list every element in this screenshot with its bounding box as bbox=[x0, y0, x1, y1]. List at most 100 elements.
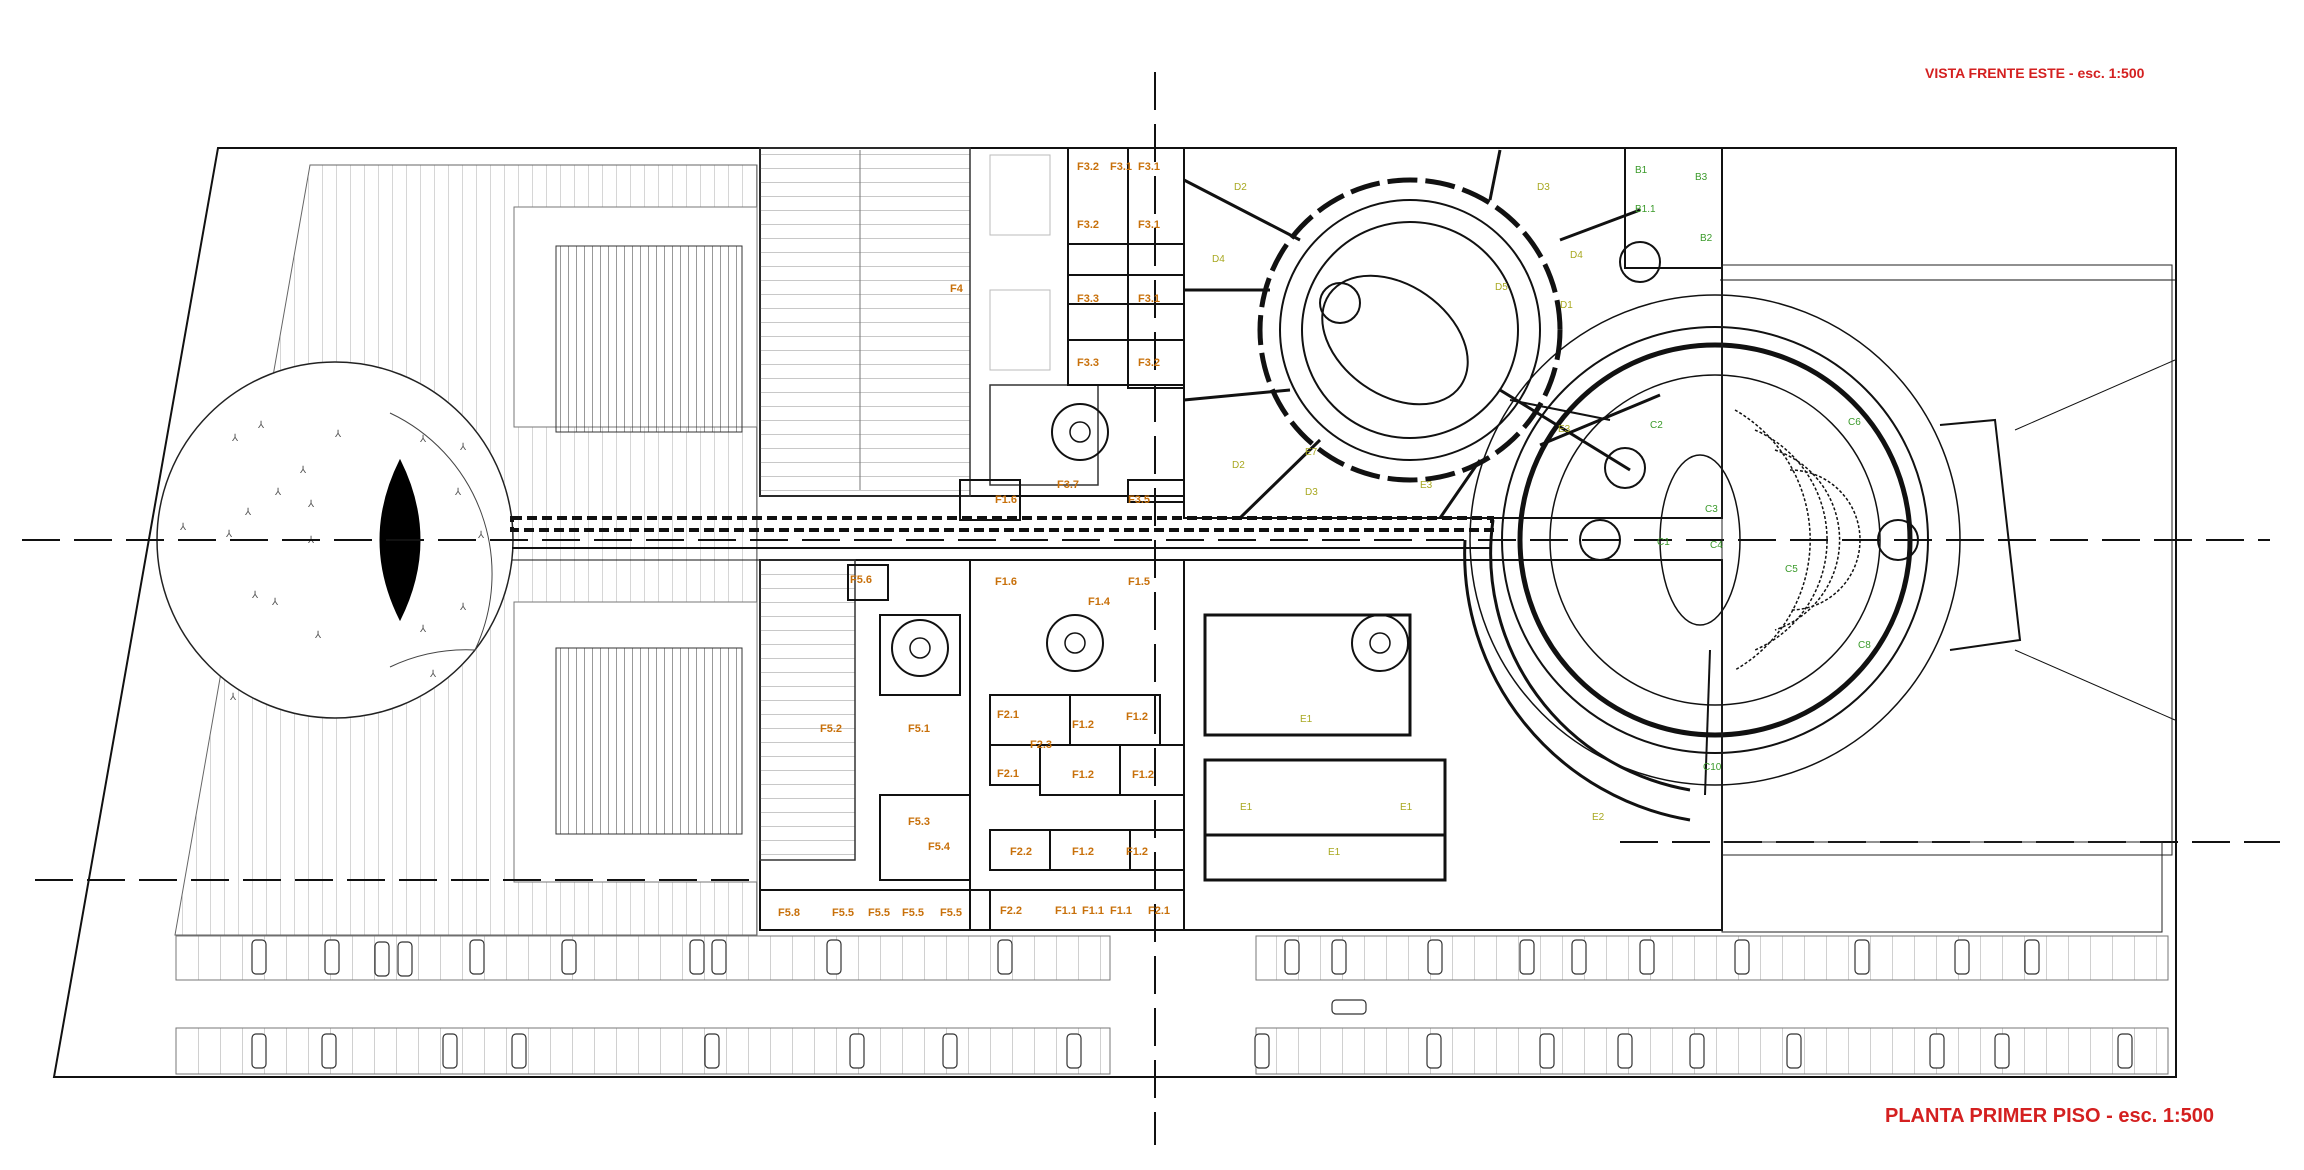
room-label: F5.8 bbox=[778, 907, 800, 919]
room-label: F3.3 bbox=[1077, 293, 1099, 305]
parking-rows bbox=[175, 935, 2169, 1075]
room-label: F1.2 bbox=[1072, 719, 1094, 731]
room-label: F1.2 bbox=[1126, 711, 1148, 723]
room-label: D4 bbox=[1212, 254, 1225, 265]
room-label: E1 bbox=[1240, 802, 1253, 813]
room-label: F5.5 bbox=[902, 907, 924, 919]
room-label: B1 bbox=[1635, 165, 1648, 176]
room-label: C10 bbox=[1703, 762, 1722, 773]
room-label: F5.2 bbox=[820, 723, 842, 735]
room-label: D1 bbox=[1560, 300, 1573, 311]
room-label: F3.2 bbox=[1077, 161, 1099, 173]
room-label: C1 bbox=[1657, 537, 1670, 548]
svg-text:⅄: ⅄ bbox=[455, 487, 462, 498]
svg-text:⅄: ⅄ bbox=[226, 529, 233, 540]
room-label: E1 bbox=[1300, 714, 1313, 725]
svg-text:⅄: ⅄ bbox=[460, 602, 467, 613]
room-label: C2 bbox=[1650, 420, 1663, 431]
room-label: F5.5 bbox=[940, 907, 962, 919]
room-label: F1.4 bbox=[1088, 596, 1111, 608]
room-label: F2.1 bbox=[997, 768, 1019, 780]
room-label: B3 bbox=[1695, 172, 1708, 183]
room-label: F3.2 bbox=[1077, 219, 1099, 231]
svg-text:⅄: ⅄ bbox=[420, 434, 427, 445]
svg-text:⅄: ⅄ bbox=[315, 630, 322, 641]
room-label: F1.6 bbox=[995, 576, 1017, 588]
commercial-block-north bbox=[759, 147, 1185, 521]
svg-text:⅄: ⅄ bbox=[180, 522, 187, 533]
room-label: F3.1 bbox=[1138, 293, 1160, 305]
svg-text:⅄: ⅄ bbox=[230, 692, 237, 703]
svg-text:⅄: ⅄ bbox=[308, 499, 315, 510]
room-label: F3.3 bbox=[1077, 357, 1099, 369]
room-label: C6 bbox=[1848, 417, 1861, 428]
room-label: F3.2 bbox=[1138, 357, 1160, 369]
room-label: F2.3 bbox=[1030, 739, 1052, 751]
room-label: D4 bbox=[1570, 250, 1583, 261]
commercial-block-south bbox=[759, 559, 1185, 931]
room-label: F2.2 bbox=[1000, 905, 1022, 917]
room-label: F5.1 bbox=[908, 723, 930, 735]
room-label: F3.5 bbox=[1128, 494, 1150, 506]
room-label: C8 bbox=[1858, 640, 1871, 651]
svg-text:⅄: ⅄ bbox=[300, 465, 307, 476]
svg-text:⅄: ⅄ bbox=[232, 433, 239, 444]
svg-text:⅄: ⅄ bbox=[258, 420, 265, 431]
room-label: F5.3 bbox=[908, 816, 930, 828]
room-label: F1.2 bbox=[1126, 846, 1148, 858]
room-label: B1.1 bbox=[1635, 204, 1656, 215]
curved-gallery bbox=[1463, 519, 1691, 822]
room-label: F1.1 bbox=[1082, 905, 1104, 917]
room-label: F1.2 bbox=[1132, 769, 1154, 781]
room-label: F3.7 bbox=[1057, 479, 1079, 491]
room-label: F3.1 bbox=[1110, 161, 1132, 173]
svg-text:⅄: ⅄ bbox=[252, 590, 259, 601]
svg-text:⅄: ⅄ bbox=[430, 669, 437, 680]
room-label: D3 bbox=[1537, 182, 1550, 193]
room-label: F1.2 bbox=[1072, 846, 1094, 858]
room-label: F3.1 bbox=[1138, 161, 1160, 173]
svg-text:⅄: ⅄ bbox=[460, 442, 467, 453]
room-labels: F3.2 F3.1 F3.1 F3.2 F3.1 F4 F3.3 F3.1 F3… bbox=[778, 161, 1871, 919]
room-label: F1.1 bbox=[1110, 905, 1132, 917]
svg-text:⅄: ⅄ bbox=[245, 507, 252, 518]
room-label: C4 bbox=[1710, 540, 1723, 551]
room-label: E7 bbox=[1305, 447, 1318, 458]
room-label: F5.5 bbox=[868, 907, 890, 919]
room-label: F5.4 bbox=[928, 841, 951, 853]
drawing-title: PLANTA PRIMER PISO - esc. 1:500 bbox=[1885, 1105, 2214, 1127]
room-label: F4 bbox=[950, 283, 964, 295]
room-label: E3 bbox=[1420, 480, 1433, 491]
room-label: F1.5 bbox=[1128, 576, 1150, 588]
room-label: F3.1 bbox=[1138, 219, 1160, 231]
svg-text:⅄: ⅄ bbox=[275, 487, 282, 498]
services-block bbox=[1183, 559, 1723, 931]
svg-text:⅄: ⅄ bbox=[335, 429, 342, 440]
room-label: B2 bbox=[1700, 233, 1713, 244]
room-label: E3 bbox=[1558, 424, 1571, 435]
svg-text:⅄: ⅄ bbox=[272, 597, 279, 608]
svg-text:⅄: ⅄ bbox=[478, 530, 485, 541]
room-label: F2.1 bbox=[1148, 905, 1170, 917]
service-yard bbox=[1721, 264, 2173, 933]
room-label: F2.2 bbox=[1010, 846, 1032, 858]
svg-text:⅄: ⅄ bbox=[420, 624, 427, 635]
room-label: F5.5 bbox=[832, 907, 854, 919]
room-label: F1.2 bbox=[1072, 769, 1094, 781]
room-label: F1.1 bbox=[1055, 905, 1077, 917]
room-label: F5.6 bbox=[850, 574, 872, 586]
room-label: D2 bbox=[1234, 182, 1247, 193]
room-label: C5 bbox=[1785, 564, 1798, 575]
room-label: E1 bbox=[1328, 847, 1341, 858]
room-label: F1.6 bbox=[995, 494, 1017, 506]
room-label: E1 bbox=[1400, 802, 1413, 813]
elevation-title: VISTA FRENTE ESTE - esc. 1:500 bbox=[1925, 65, 2145, 81]
room-label: C3 bbox=[1705, 504, 1718, 515]
room-label: F2.1 bbox=[997, 709, 1019, 721]
room-label: D2 bbox=[1232, 460, 1245, 471]
room-label: D3 bbox=[1305, 487, 1318, 498]
auditorium-drum bbox=[1469, 279, 2176, 796]
room-label: E2 bbox=[1592, 812, 1605, 823]
room-label: D5 bbox=[1495, 282, 1508, 293]
